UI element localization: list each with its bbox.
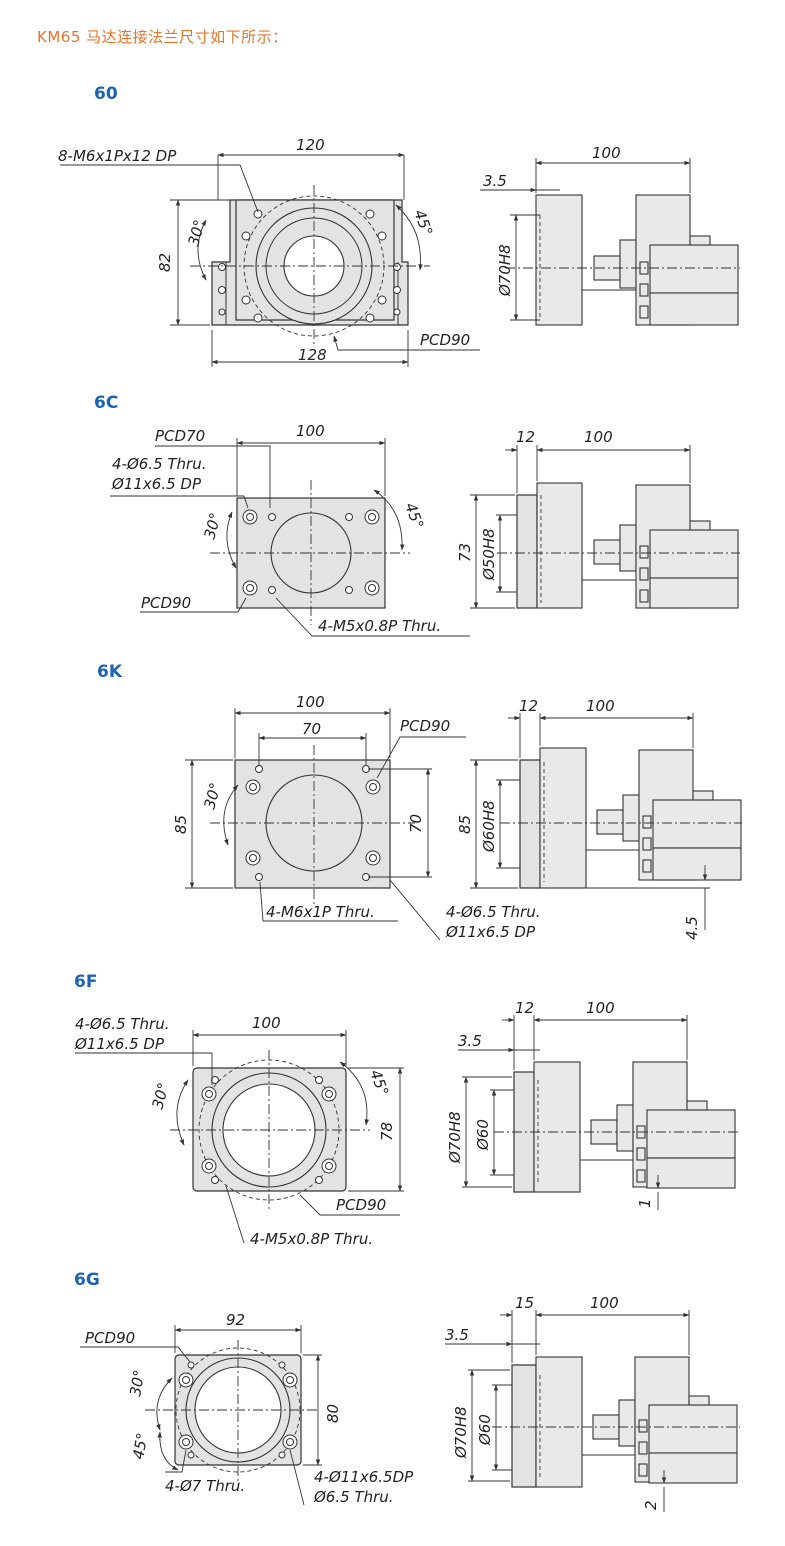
dim-6g-side-dia-70: Ø70H8	[452, 1406, 470, 1459]
angle-6k-30: 30°	[200, 781, 224, 811]
dim-6c-side-thickness-12: 12	[516, 428, 535, 446]
dim-6c-width-100: 100	[296, 422, 325, 440]
label-6g-hole-thru: 4-Ø7 Thru.	[165, 1477, 245, 1495]
label-6f-hole-counterbore: Ø11x6.5 DP	[74, 1035, 165, 1053]
section-label-6c: 6C	[94, 393, 119, 413]
dim-6f-side-gap: 1	[636, 1198, 654, 1208]
dim-6f-width-100: 100	[252, 1014, 281, 1032]
label-6k-hole-counterbore: Ø11x6.5 DP	[445, 923, 536, 941]
dim-6k-side-length-100: 100	[586, 697, 615, 715]
dim-6k-side-thickness-12: 12	[519, 697, 538, 715]
label-6f-tap: 4-M5x0.8P Thru.	[250, 1230, 373, 1248]
flange-6g-side-view: 15 100 3.5 Ø70H8 Ø60 2	[445, 1294, 740, 1512]
label-6c-pcd70: PCD70	[155, 427, 205, 445]
dim-6f-side-dia-70: Ø70H8	[446, 1111, 464, 1164]
page-title: KM65 马达连接法兰尺寸如下所示：	[37, 28, 288, 46]
label-60-holes: 8-M6x1Px12 DP	[58, 147, 177, 165]
dim-6g-side-length-100: 100	[590, 1294, 619, 1312]
label-6k-hole-thru: 4-Ø6.5 Thru.	[446, 903, 541, 921]
dim-6k-side-gap: 4.5	[683, 916, 701, 940]
label-6g-pcd90: PCD90	[85, 1329, 135, 1347]
dim-6k-height-85: 85	[172, 815, 190, 834]
dim-6g-side-offset-3-5: 3.5	[445, 1326, 469, 1344]
angle-6c-30: 30°	[200, 511, 224, 541]
flange-6g-front-view: 92 PCD90 30° 45° 80 4-Ø7 Thru. 4-Ø11x6.5…	[80, 1311, 414, 1506]
label-6k-tap: 4-M6x1P Thru.	[266, 903, 375, 921]
flange-6c-front-view: 100 PCD70 4-Ø6.5 Thru. Ø11x6.5 DP PCD90 …	[110, 422, 470, 637]
dim-6g-width-92: 92	[226, 1311, 245, 1329]
angle-60-45: 45°	[410, 207, 436, 238]
dim-6f-side-dia-60: Ø60	[474, 1119, 492, 1151]
label-6c-hole-counterbore: Ø11x6.5 DP	[111, 475, 202, 493]
label-60-pcd: PCD90	[420, 331, 470, 349]
dim-6k-width-70: 70	[302, 720, 321, 738]
flange-6f-front-view: 4-Ø6.5 Thru. Ø11x6.5 DP 100 30° 45° 78 P…	[74, 1014, 404, 1248]
dim-60-width-128: 128	[298, 346, 327, 364]
flange-6k-front-view: 100 70 PCD90 85 70 30° 4-M6x1P Thru. 4-Ø…	[172, 693, 541, 941]
angle-60-30: 30°	[184, 218, 208, 248]
dim-6c-side-height-73: 73	[456, 543, 474, 562]
label-6c-pcd90: PCD90	[141, 594, 191, 612]
dim-6c-side-dia: Ø50H8	[480, 528, 498, 581]
dim-6f-height-78: 78	[378, 1122, 396, 1141]
flange-60-front-view: 120 128 82 8-M6x1Px12 DP PCD90 30° 45°	[58, 136, 480, 367]
flange-6c-side-view: 12 100 73 Ø50H8	[456, 428, 740, 609]
label-6c-hole-thru: 4-Ø6.5 Thru.	[112, 455, 207, 473]
dim-6c-side-length-100: 100	[584, 428, 613, 446]
dim-6k-height-70: 70	[407, 814, 425, 833]
label-6k-pcd90: PCD90	[400, 717, 450, 735]
dim-60-side-offset-3-5: 3.5	[483, 172, 507, 190]
dim-60-side-length-100: 100	[592, 144, 621, 162]
angle-6f-30: 30°	[148, 1081, 172, 1111]
dim-6g-height-80: 80	[324, 1404, 342, 1423]
flange-6k-side-view: 12 100 85 Ø60H8 4.5	[456, 697, 742, 940]
section-label-6f: 6F	[74, 972, 98, 992]
dim-60-side-dia: Ø70H8	[496, 244, 514, 297]
angle-6g-45: 45°	[129, 1431, 151, 1460]
flange-60-side-view: 100 3.5 Ø70H8	[480, 144, 740, 326]
dim-6k-side-height-85: 85	[456, 815, 474, 834]
section-label-60: 60	[94, 84, 118, 104]
dim-6g-side-thickness-15: 15	[515, 1294, 534, 1312]
dim-6f-side-length-100: 100	[586, 999, 615, 1017]
label-6f-hole-thru: 4-Ø6.5 Thru.	[75, 1015, 170, 1033]
label-6c-tap: 4-M5x0.8P Thru.	[318, 617, 441, 635]
angle-6f-45: 45°	[366, 1067, 392, 1098]
flange-6f-side-view: 12 100 3.5 Ø70H8 Ø60 1	[446, 999, 740, 1210]
section-label-6k: 6K	[97, 662, 123, 682]
label-6f-pcd90: PCD90	[336, 1196, 386, 1214]
dim-6f-side-thickness-12: 12	[515, 999, 534, 1017]
label-6g-counterbore-thru: Ø6.5 Thru.	[313, 1488, 394, 1506]
dim-60-width-120: 120	[296, 136, 325, 154]
dim-6g-side-dia-60: Ø60	[476, 1414, 494, 1446]
dim-60-height-82: 82	[156, 253, 174, 272]
dim-6k-width-100: 100	[296, 693, 325, 711]
dim-6f-side-offset-3-5: 3.5	[458, 1032, 482, 1050]
dim-6g-side-gap: 2	[642, 1500, 660, 1510]
label-6g-counterbore: 4-Ø11x6.5DP	[314, 1468, 414, 1486]
angle-6c-45: 45°	[401, 500, 427, 531]
section-label-6g: 6G	[74, 1270, 100, 1290]
angle-6g-30: 30°	[126, 1368, 148, 1397]
dim-6k-side-dia: Ø60H8	[480, 800, 498, 853]
